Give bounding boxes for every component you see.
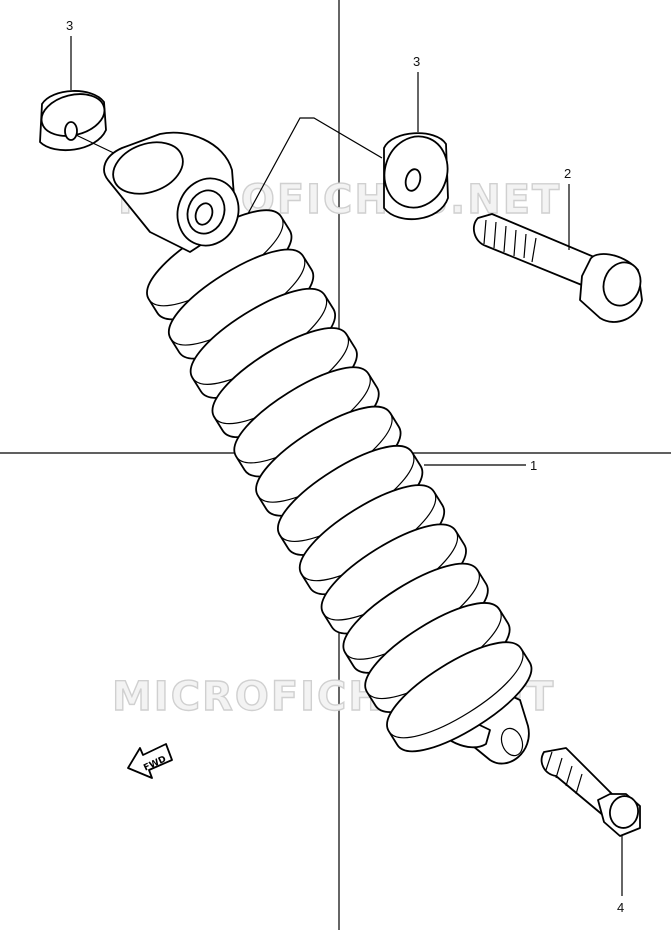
washer-right xyxy=(383,132,449,221)
callout-2: 2 xyxy=(564,166,571,250)
fwd-arrow: FWD xyxy=(127,743,173,779)
callout-3-right: 3 xyxy=(413,54,420,132)
callout-3-left: 3 xyxy=(66,18,73,90)
svg-text:3: 3 xyxy=(66,18,73,33)
spring-coil xyxy=(386,641,533,753)
shock-absorber xyxy=(103,131,533,765)
bolt-upper xyxy=(472,213,643,323)
callout-1: 1 xyxy=(424,458,537,473)
svg-text:2: 2 xyxy=(564,166,571,181)
svg-text:4: 4 xyxy=(617,900,624,915)
svg-text:3: 3 xyxy=(413,54,420,69)
svg-text:1: 1 xyxy=(530,458,537,473)
callout-4: 4 xyxy=(617,836,624,915)
washer-left xyxy=(39,90,121,157)
bolt-lower xyxy=(540,747,641,837)
spring-coil-rim xyxy=(388,648,524,739)
